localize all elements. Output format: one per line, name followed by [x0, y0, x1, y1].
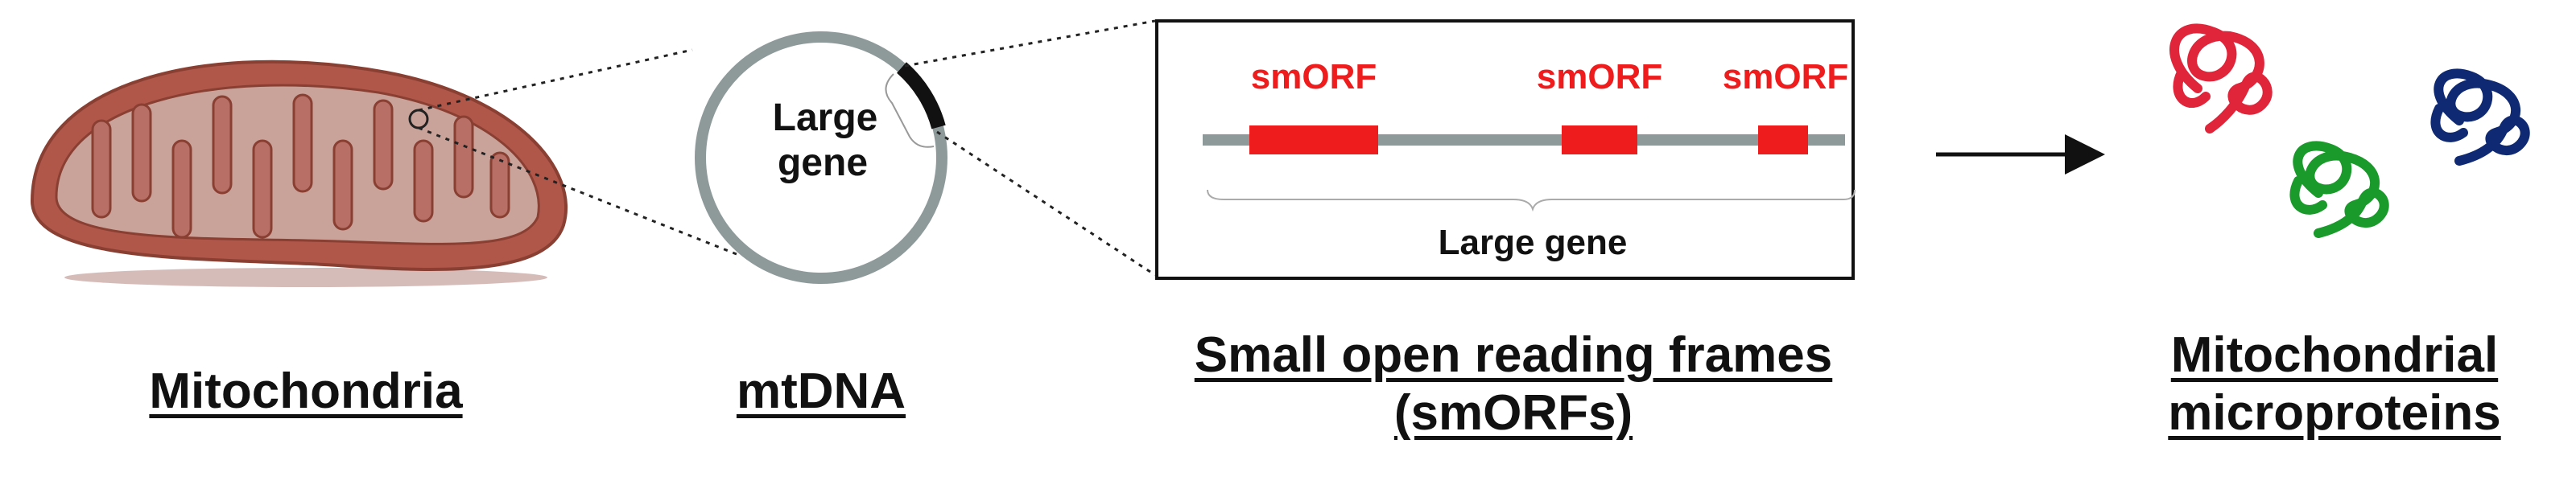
- caption-mitochondria-text: Mitochondria: [149, 364, 463, 419]
- caption-mtdna: mtDNA: [692, 366, 950, 417]
- caption-smorfs-line2: (smORFs): [1393, 385, 1633, 441]
- zoom-lines-mito-mtdna: [418, 48, 741, 257]
- smorf-box: [1155, 19, 1856, 280]
- caption-smorfs-line1: Small open reading frames: [1194, 327, 1833, 383]
- large-gene-bracket-label: Large gene: [1439, 223, 1628, 262]
- caption-smorfs: Small open reading frames (smORFs): [1111, 330, 1916, 439]
- caption-microproteins-line2: microproteins: [2168, 385, 2501, 441]
- microprotein-red-icon: [2169, 23, 2273, 134]
- caption-microproteins-line1: Mitochondrial: [2170, 327, 2499, 383]
- mitochondrion-illustration: [30, 60, 568, 287]
- zoom-lines-mtdna-box: [904, 19, 1156, 277]
- caption-mitochondria: Mitochondria: [105, 366, 507, 417]
- smorf-label-1: smORF: [1251, 57, 1377, 97]
- mtdna-gene-label-line2: gene: [778, 142, 868, 184]
- mtdna-circle: [695, 31, 947, 284]
- mtdna-gene-label-line1: Large: [773, 97, 878, 139]
- microprotein-green-icon: [2289, 141, 2389, 238]
- caption-microproteins: Mitochondrial microproteins: [2109, 330, 2560, 439]
- smorf-label-3: smORF: [1723, 57, 1848, 97]
- microprotein-blue-icon: [2430, 68, 2530, 166]
- caption-mtdna-text: mtDNA: [736, 364, 906, 419]
- smorf-label-2: smORF: [1537, 57, 1662, 97]
